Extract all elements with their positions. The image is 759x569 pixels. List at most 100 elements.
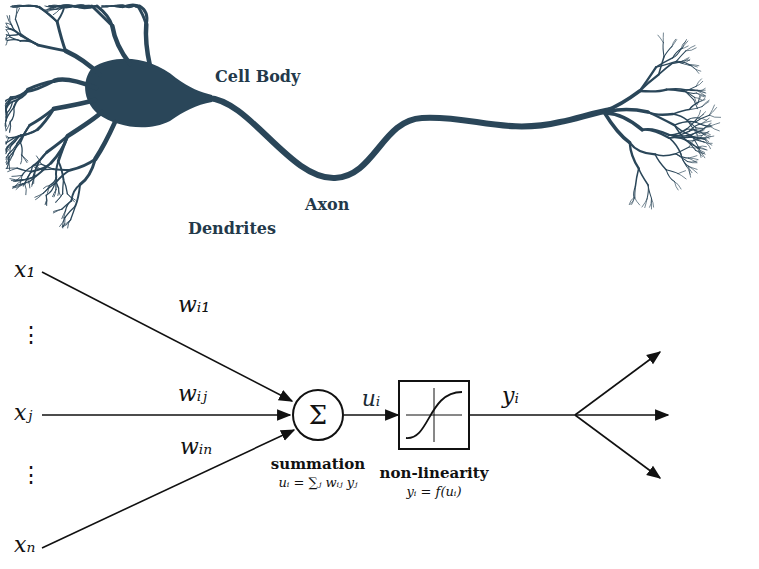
branch-stroke	[54, 100, 95, 109]
branch-stroke	[20, 125, 29, 142]
branch-stroke	[37, 156, 42, 164]
branch-stroke	[106, 6, 114, 7]
branch-stroke	[28, 81, 55, 90]
branch-stroke	[630, 143, 655, 155]
branch-stroke	[676, 154, 689, 158]
activation-box: non-linearityyᵢ = f(uᵢ)	[398, 380, 470, 450]
branch-stroke	[642, 199, 647, 207]
branch-stroke	[678, 174, 686, 179]
branch-stroke	[635, 168, 638, 186]
branch-stroke	[13, 184, 23, 187]
branch-stroke	[640, 67, 657, 91]
branch-stroke	[38, 45, 66, 51]
branch-stroke	[11, 89, 28, 97]
edge-label: uᵢ	[360, 386, 383, 411]
branch-stroke	[62, 201, 72, 210]
branch-stroke	[55, 80, 96, 88]
input-variable: xₙ	[12, 532, 37, 557]
branch-stroke	[6, 40, 7, 45]
branch-stroke	[114, 6, 119, 7]
branch-stroke	[701, 118, 709, 124]
input-variable: xⱼ	[12, 400, 34, 425]
branch-stroke	[669, 131, 689, 138]
branch-stroke	[689, 65, 699, 66]
branch-stroke	[92, 6, 112, 26]
branch-stroke	[119, 5, 125, 6]
branch-stroke	[23, 176, 36, 180]
branch-stroke	[49, 6, 58, 8]
branch-stroke	[21, 176, 36, 180]
branch-stroke	[57, 188, 59, 195]
branch-stroke	[35, 165, 42, 170]
branch-stroke	[656, 58, 673, 67]
branch-stroke	[635, 198, 640, 205]
branch-stroke	[116, 6, 119, 7]
branch-stroke	[664, 47, 672, 57]
branch-stroke	[22, 155, 27, 163]
branch-stroke	[13, 184, 23, 188]
branch-stroke	[125, 5, 138, 7]
branch-stroke	[689, 103, 698, 110]
branch-stroke	[6, 122, 10, 131]
branch-stroke	[6, 37, 10, 39]
branch-stroke	[12, 184, 22, 188]
branch-stroke	[6, 97, 11, 103]
formula-text: uᵢ = ∑ⱼ wᵢⱼ yⱼ	[278, 475, 357, 490]
branch-stroke	[10, 37, 21, 41]
branch-stroke	[9, 135, 21, 138]
branch-stroke	[634, 186, 636, 197]
branch-stroke	[12, 6, 24, 7]
branch-stroke	[695, 97, 702, 100]
branch-stroke	[673, 48, 683, 58]
summation-circle: Σsummationuᵢ = ∑ⱼ wᵢⱼ yⱼ	[292, 389, 344, 441]
branch-stroke	[49, 5, 58, 7]
branch-stroke	[700, 138, 708, 142]
branch-stroke	[676, 61, 691, 65]
branch-stroke	[28, 81, 55, 92]
part-label: Dendrites	[186, 220, 278, 238]
input-wire	[42, 430, 294, 548]
branch-stroke	[8, 168, 17, 172]
branch-stroke	[656, 61, 676, 67]
branch-stroke	[673, 49, 681, 58]
branch-stroke	[645, 199, 647, 208]
branch-stroke	[701, 121, 711, 124]
branch-stroke	[15, 180, 23, 187]
branch-stroke	[702, 100, 709, 107]
branch-stroke	[6, 107, 14, 120]
branch-stroke	[62, 211, 66, 219]
branch-stroke	[639, 168, 648, 185]
branch-stroke	[121, 5, 125, 7]
branch-stroke	[80, 159, 95, 184]
input-wire	[42, 414, 290, 416]
branch-stroke	[672, 40, 677, 47]
output-wire	[575, 352, 660, 415]
branch-stroke	[33, 164, 41, 165]
branch-stroke	[112, 6, 125, 7]
branch-stroke	[678, 171, 685, 174]
branch-stroke	[46, 184, 54, 196]
branch-stroke	[46, 9, 56, 12]
branch-stroke	[21, 41, 39, 45]
formula-text: yᵢ = f(uᵢ)	[406, 484, 461, 499]
branch-stroke	[673, 110, 689, 115]
branch-stroke	[58, 5, 72, 6]
branch-stroke	[34, 167, 41, 170]
branch-stroke	[23, 6, 39, 8]
branch-stroke	[688, 158, 698, 160]
branch-stroke	[56, 194, 63, 203]
branch-stroke	[704, 139, 712, 145]
branch-stroke	[54, 209, 62, 211]
branch-stroke	[118, 6, 120, 7]
branch-stroke	[676, 154, 688, 162]
branch-stroke	[655, 154, 676, 156]
branch-stroke	[124, 5, 138, 7]
branch-stroke	[5, 120, 6, 130]
branch-stroke	[698, 88, 706, 90]
branch-stroke	[6, 137, 9, 139]
branch-stroke	[49, 6, 60, 7]
branch-stroke	[72, 5, 92, 7]
branch-stroke	[6, 24, 10, 29]
branch-stroke	[62, 217, 65, 228]
